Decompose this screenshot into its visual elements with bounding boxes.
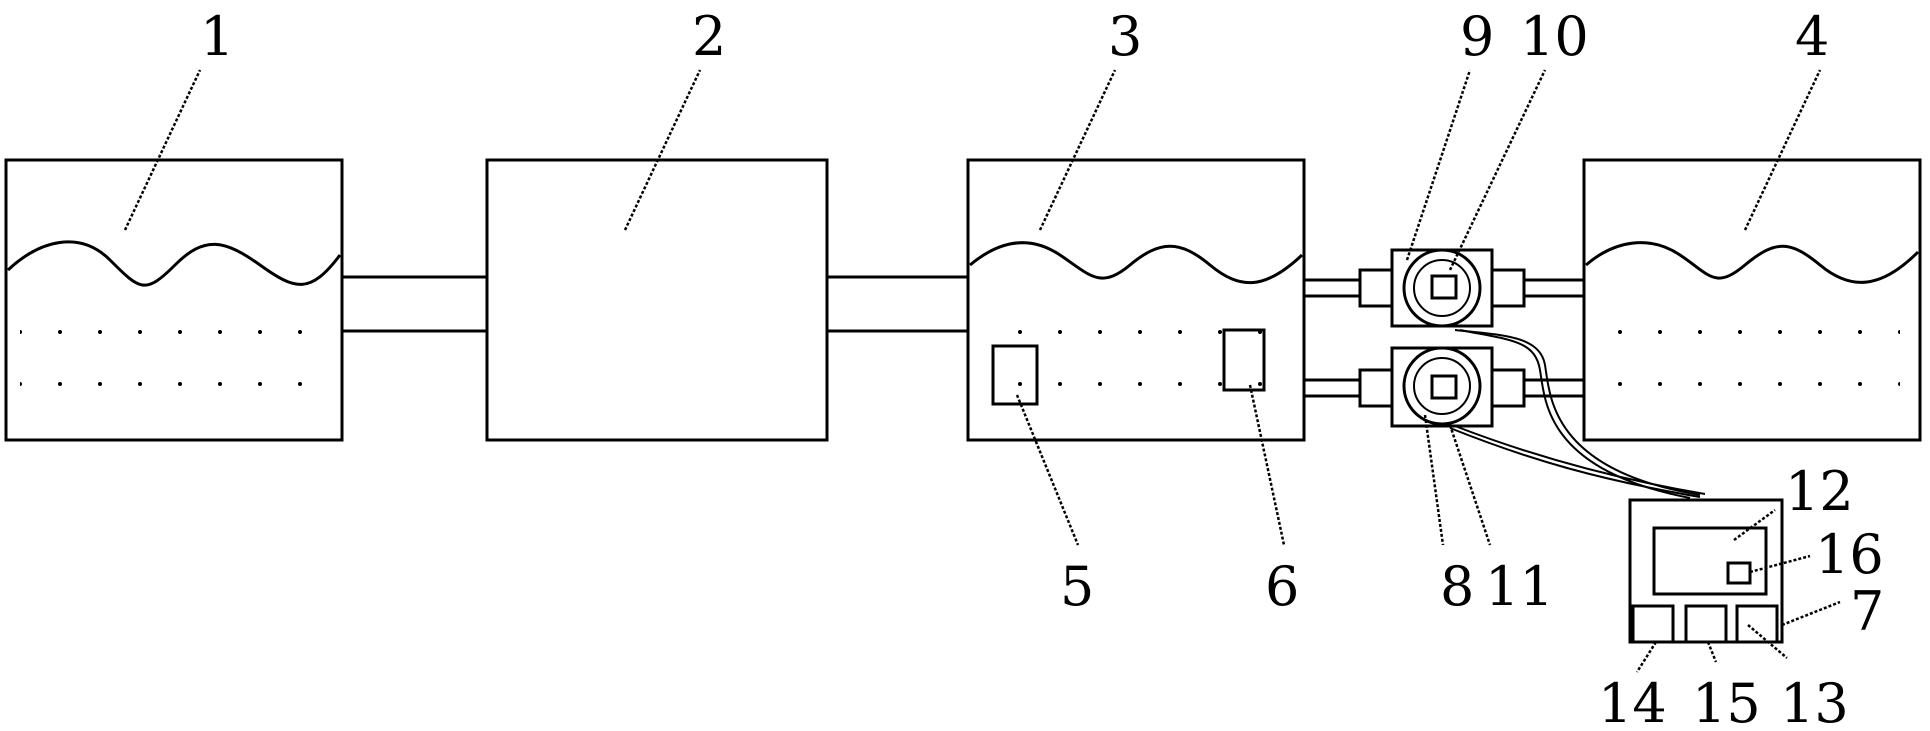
controller-7 — [1628, 498, 1784, 644]
pipe-2-3 — [827, 275, 968, 333]
tank-4 — [1582, 158, 1922, 442]
valve-sensor-10 — [1430, 274, 1458, 300]
label-3: 3 — [1108, 5, 1142, 68]
label-5: 5 — [1060, 555, 1094, 618]
valve-sensor-11 — [1430, 374, 1458, 400]
control-wires — [1449, 329, 1706, 499]
sensor-6 — [1222, 328, 1266, 392]
valve-9 — [1402, 248, 1482, 328]
label-4: 4 — [1795, 5, 1829, 68]
button-13 — [1735, 604, 1779, 644]
box-2 — [485, 158, 829, 442]
label-14: 14 — [1598, 672, 1667, 731]
label-15: 15 — [1692, 672, 1761, 731]
label-8: 8 — [1440, 555, 1474, 618]
pipe-1-2 — [342, 275, 487, 333]
button-15 — [1684, 604, 1728, 644]
label-6: 6 — [1265, 555, 1299, 618]
valve-8 — [1402, 346, 1482, 426]
sensor-5 — [991, 344, 1039, 406]
tank-1 — [4, 158, 344, 442]
label-9: 9 — [1460, 5, 1494, 68]
labels: 1 2 3 4 5 6 8 9 10 11 12 13 14 15 16 7 — [200, 5, 1884, 731]
indicator-16 — [1726, 561, 1752, 585]
label-10: 10 — [1520, 5, 1589, 68]
tank-3 — [966, 158, 1306, 442]
label-2: 2 — [692, 5, 726, 68]
pipe-3-4-upper — [1304, 248, 1584, 328]
label-7: 7 — [1850, 580, 1884, 643]
display-12 — [1652, 526, 1768, 596]
label-12: 12 — [1785, 460, 1854, 523]
leader-lines — [123, 69, 1841, 673]
button-14 — [1631, 604, 1675, 644]
label-1: 1 — [200, 5, 234, 68]
pipe-3-4-lower — [1304, 346, 1584, 428]
label-13: 13 — [1780, 672, 1849, 731]
label-16: 16 — [1815, 523, 1884, 586]
label-11: 11 — [1485, 555, 1554, 618]
